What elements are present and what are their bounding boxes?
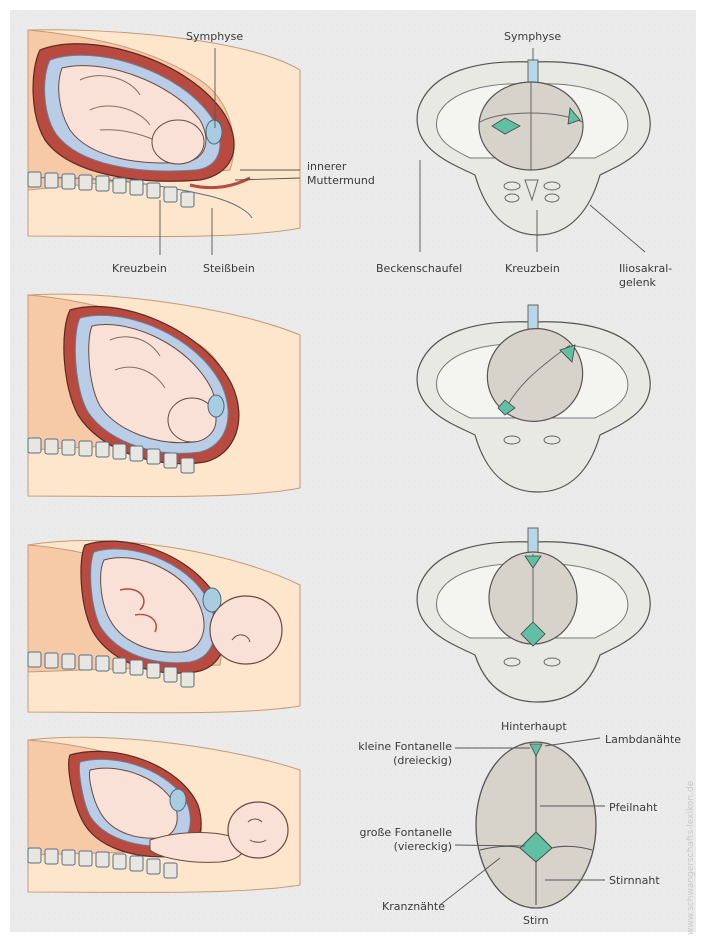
iliosakral-label-line2: gelenk <box>619 276 656 289</box>
fetal-skull-top-view <box>476 742 596 908</box>
lambdanaehte-label: Lambdanähte <box>605 733 681 746</box>
kreuzbein-label-right: Kreuzbein <box>505 262 560 275</box>
watermark: www.schwangerschafts-lexikon.de <box>686 781 696 935</box>
stirn-label: Stirn <box>523 914 549 927</box>
grosse-fontanelle-label-line2: (viereckig) <box>340 840 452 853</box>
kleine-fontanelle-label-line2: (dreieckig) <box>340 754 452 767</box>
symphyse-label-right: Symphyse <box>504 30 561 43</box>
pfeilnaht-label: Pfeilnaht <box>609 801 657 814</box>
iliosakral-label-line1: Iliosakral- <box>619 262 672 275</box>
kreuzbein-label-left: Kreuzbein <box>112 262 167 275</box>
beckenschaufel-label: Beckenschaufel <box>376 262 462 275</box>
sagittal-view-stage-4 <box>28 737 300 892</box>
innerer-muttermund-label-line1: innerer <box>307 160 346 173</box>
stirnnaht-label: Stirnnaht <box>609 874 660 887</box>
innerer-muttermund-label-line2: Muttermund <box>307 174 375 187</box>
hinterhaupt-label: Hinterhaupt <box>501 720 567 733</box>
symphyse-label-left: Symphyse <box>186 30 243 43</box>
sagittal-view-stage-2 <box>28 294 300 496</box>
kleine-fontanelle-label-line1: kleine Fontanelle <box>340 740 452 753</box>
kranznaehte-label: Kranznähte <box>382 900 445 913</box>
grosse-fontanelle-label-line1: große Fontanelle <box>340 826 452 839</box>
steissbein-label: Steißbein <box>203 262 255 275</box>
sagittal-view-stage-1 <box>28 30 300 237</box>
